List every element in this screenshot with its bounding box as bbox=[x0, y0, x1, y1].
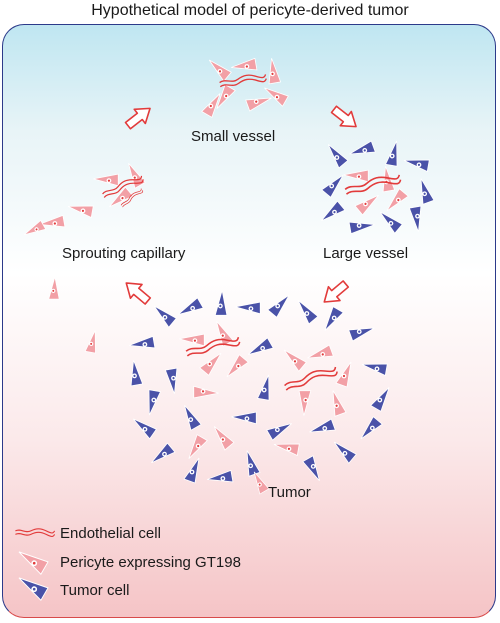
label-large-vessel: Large vessel bbox=[323, 245, 409, 262]
legend-endothelial-label: Endothelial cell bbox=[60, 525, 161, 542]
label-small-vessel: Small vessel bbox=[191, 128, 276, 145]
arrow-small-to-large bbox=[327, 101, 363, 135]
diagram-title: Hypothetical model of pericyte-derived t… bbox=[91, 2, 409, 19]
large-vessel-cluster bbox=[319, 137, 438, 238]
endothelial-cell-icon bbox=[14, 527, 56, 538]
legend-tumor-cell-label: Tumor cell bbox=[60, 582, 130, 599]
legend-pericyte-label: Pericyte expressing GT198 bbox=[60, 554, 241, 571]
diagram-panel bbox=[2, 24, 496, 618]
arrow-sprout-to-small bbox=[121, 100, 157, 134]
label-tumor: Tumor bbox=[268, 484, 311, 501]
small-vessel-cluster bbox=[200, 54, 290, 119]
arrow-tumor-to-sprout bbox=[119, 275, 155, 309]
arrow-large-to-tumor bbox=[317, 276, 353, 310]
tumor-cell-icon bbox=[15, 577, 50, 602]
tumor-cluster bbox=[120, 289, 390, 497]
pericyte-icon bbox=[15, 551, 50, 576]
label-sprouting-capillary: Sprouting capillary bbox=[62, 245, 186, 262]
